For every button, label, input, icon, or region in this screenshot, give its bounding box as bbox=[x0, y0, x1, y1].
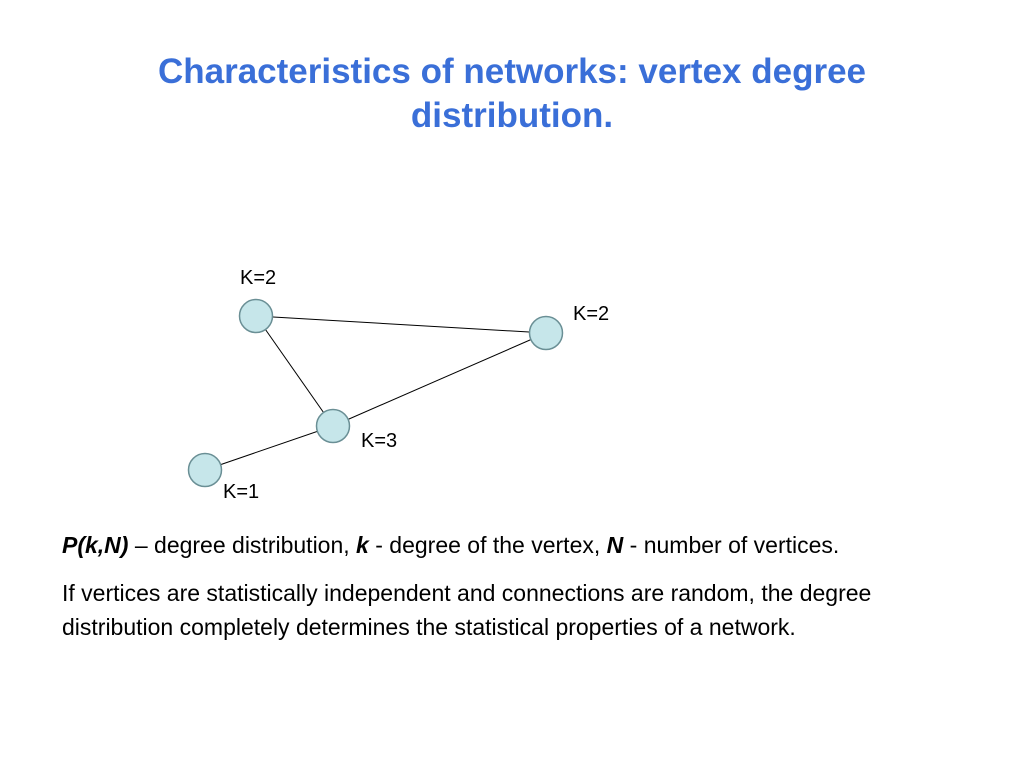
term-n: N bbox=[606, 532, 624, 558]
definition-paragraph: P(k,N) – degree distribution, k - degree… bbox=[62, 528, 982, 562]
label-node-bottom-left: K=1 bbox=[223, 481, 259, 503]
definition-text-1: – degree distribution, bbox=[128, 532, 357, 558]
edge-top-left-to-center bbox=[255, 315, 334, 427]
edge-center-to-bottom-left bbox=[204, 425, 334, 471]
term-k: k bbox=[356, 532, 369, 558]
label-node-center: K=3 bbox=[361, 430, 397, 452]
edges bbox=[204, 315, 547, 471]
slide-title: Characteristics of networks: vertex degr… bbox=[157, 52, 867, 135]
label-node-top-left: K=2 bbox=[240, 267, 276, 289]
definition-text-3: - number of vertices. bbox=[623, 532, 840, 558]
node-top-left bbox=[238, 298, 274, 334]
edge-top-left-to-right bbox=[255, 315, 547, 334]
node-right bbox=[528, 315, 564, 351]
label-node-right: K=2 bbox=[573, 303, 609, 325]
definition-text-2: - degree of the vertex, bbox=[368, 532, 607, 558]
term-p-k-n: P(k,N) bbox=[62, 532, 129, 558]
node-center bbox=[315, 408, 351, 444]
body-text: P(k,N) – degree distribution, k - degree… bbox=[62, 528, 982, 658]
node-bottom-left bbox=[187, 452, 223, 488]
nodes bbox=[187, 298, 564, 488]
edge-right-to-center bbox=[332, 332, 547, 427]
independence-paragraph: If vertices are statistically independen… bbox=[62, 580, 872, 640]
